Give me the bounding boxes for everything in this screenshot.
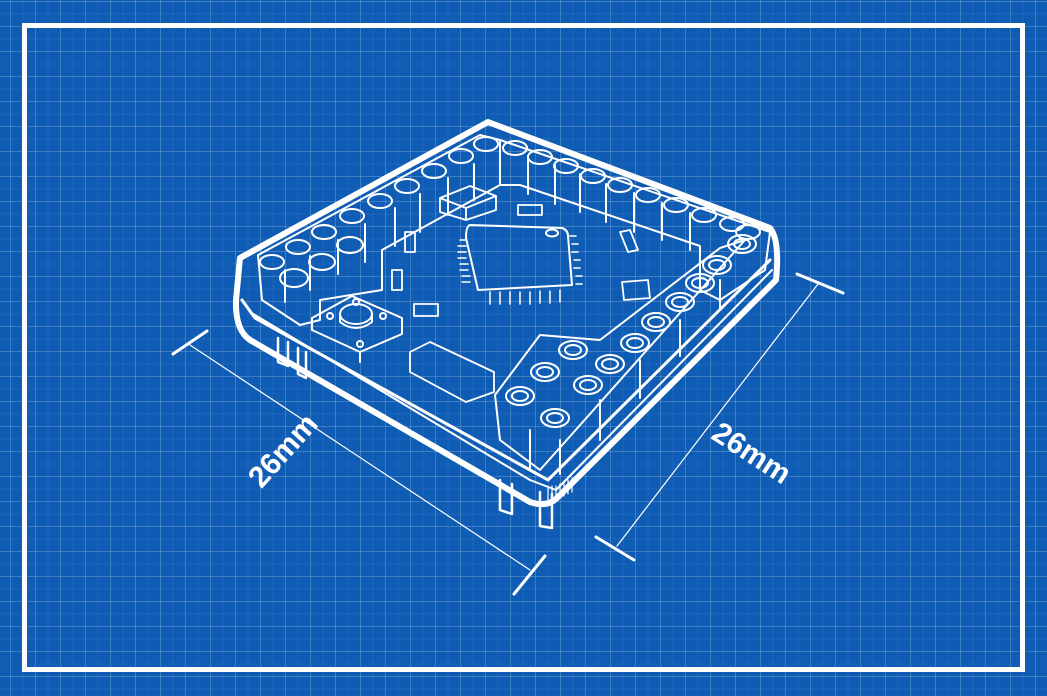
board-edge	[240, 258, 772, 482]
smd-regulator	[409, 341, 495, 403]
board-outline	[232, 119, 781, 508]
smd-resistor-2	[391, 269, 403, 291]
board-knurl	[547, 477, 573, 501]
smd-components	[391, 185, 651, 403]
smd-resistor-1	[404, 231, 416, 253]
smd-resistor-5	[619, 229, 639, 253]
dimension-line-left	[189, 344, 531, 571]
pin-header-right	[494, 234, 757, 475]
dimension-line-right	[616, 283, 819, 547]
smd-capacitor-1	[621, 279, 651, 301]
bottom-pins	[276, 336, 554, 530]
blueprint-frame	[22, 23, 1025, 672]
smd-resistor-4	[517, 204, 543, 216]
dimension-tick-left-start	[171, 329, 209, 356]
pin-header-top-left	[257, 134, 501, 326]
smd-resistor-3	[413, 303, 439, 317]
push-button	[311, 295, 403, 363]
dimension-tick-right-end	[594, 535, 636, 562]
qfp-chip	[457, 224, 583, 305]
dimension-tick-right-start	[795, 272, 845, 295]
pin-header-top-right	[499, 139, 771, 301]
dimension-tick-left-end	[512, 554, 547, 596]
